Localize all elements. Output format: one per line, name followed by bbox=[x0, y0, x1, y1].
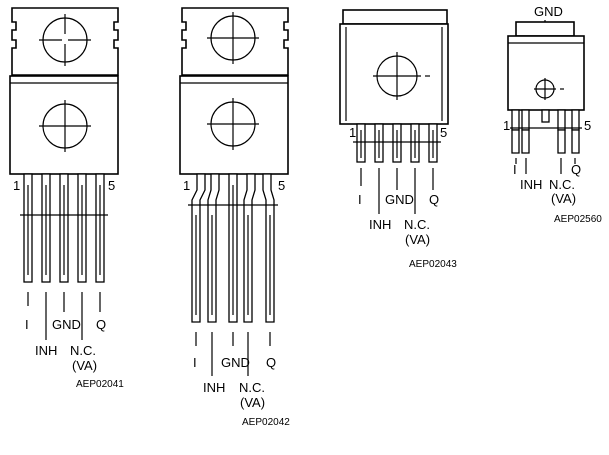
pin-label-nc: N.C. bbox=[70, 343, 96, 358]
pin-1-number: 1 bbox=[13, 178, 20, 193]
pin-label-nc: N.C. bbox=[404, 217, 430, 232]
package-body bbox=[179, 75, 289, 175]
pins bbox=[20, 173, 108, 283]
pin-label-va: (VA) bbox=[405, 232, 430, 247]
pin-label-i: I bbox=[513, 162, 517, 177]
pin-label-gnd: GND bbox=[221, 355, 250, 370]
pin-label-va: (VA) bbox=[72, 358, 97, 373]
package-body bbox=[9, 75, 119, 175]
pins bbox=[353, 123, 441, 163]
pin-label-q: Q bbox=[571, 162, 581, 177]
pin-label-va: (VA) bbox=[240, 395, 265, 410]
pin-label-nc: N.C. bbox=[239, 380, 265, 395]
pin-label-i: I bbox=[358, 192, 362, 207]
pin-label-gnd: GND bbox=[52, 317, 81, 332]
drawing-code: AEP02041 bbox=[76, 379, 124, 390]
tab-gnd-label: GND bbox=[534, 4, 563, 19]
heatsink-tab bbox=[342, 9, 448, 25]
package-2: 1 5 I INH GND N.C. (VA) Q AEP02042 bbox=[179, 7, 290, 428]
drawing-code: AEP02560 bbox=[554, 214, 602, 225]
pin-label-i: I bbox=[25, 317, 29, 332]
pin-label-nc: N.C. bbox=[549, 177, 575, 192]
pin-label-inh: INH bbox=[520, 177, 542, 192]
drawing-code: AEP02042 bbox=[242, 417, 290, 428]
pin-label-i: I bbox=[193, 355, 197, 370]
heatsink-tab bbox=[515, 21, 575, 37]
package-1: 1 5 I INH GND N.C. (VA) Q AEP02041 bbox=[9, 7, 124, 390]
pin-label-gnd: GND bbox=[385, 192, 414, 207]
pin-5-number: 5 bbox=[584, 118, 591, 133]
pin-label-inh: INH bbox=[203, 380, 225, 395]
pin-1-number: 1 bbox=[183, 178, 190, 193]
pin-5-number: 5 bbox=[278, 178, 285, 193]
pin-label-inh: INH bbox=[35, 343, 57, 358]
pins bbox=[188, 173, 278, 323]
pin-5-number: 5 bbox=[108, 178, 115, 193]
package-4: GND 1 5 I INH N.C. (VA) Q AE bbox=[503, 4, 602, 225]
package-body bbox=[507, 35, 585, 111]
pin-1-number: 1 bbox=[349, 125, 356, 140]
pin-label-va: (VA) bbox=[551, 191, 576, 206]
pin-label-q: Q bbox=[429, 192, 439, 207]
drawing-code: AEP02043 bbox=[409, 259, 457, 270]
package-3: 1 5 I INH GND N.C. (VA) Q AEP02043 bbox=[339, 9, 457, 270]
pins bbox=[510, 109, 582, 154]
pin-5-number: 5 bbox=[440, 125, 447, 140]
heatsink-tab bbox=[181, 7, 289, 76]
pin-label-q: Q bbox=[266, 355, 276, 370]
pin-label-q: Q bbox=[96, 317, 106, 332]
pin-label-inh: INH bbox=[369, 217, 391, 232]
package-body bbox=[339, 23, 449, 125]
pin-1-number: 1 bbox=[503, 118, 510, 133]
